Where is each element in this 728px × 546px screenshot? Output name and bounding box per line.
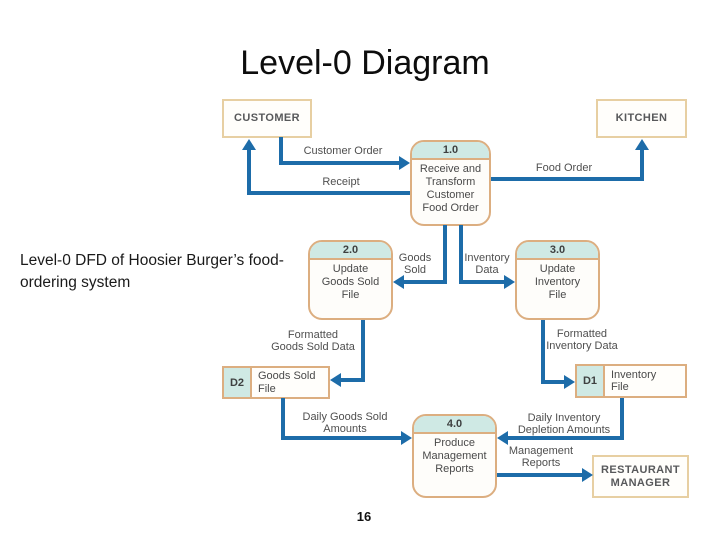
process-3-label: Update Inventory File (534, 263, 581, 301)
flow-formatted-goods-sold-arrowhead-icon (330, 373, 341, 387)
flow-goods-sold-arrowhead-icon (393, 275, 404, 289)
slide-caption: Level-0 DFD of Hoosier Burger’s food- or… (20, 250, 320, 294)
process-3-update-inventory-file: 3.0 Update Inventory File (515, 240, 600, 320)
datastore-d2-id: D2 (224, 368, 252, 397)
entity-customer: CUSTOMER (222, 99, 312, 138)
flow-formatted-inventory-line-v (541, 320, 545, 384)
flow-daily-inventory-arrowhead-icon (497, 431, 508, 445)
flow-daily-goods-sold-line-h (281, 436, 401, 440)
flow-food-order-line-h (491, 177, 644, 181)
process-1-number: 1.0 (412, 142, 489, 160)
flow-management-reports-label: Management Reports (508, 445, 574, 469)
flow-inventory-data-label: Inventory Data (464, 252, 510, 276)
flow-formatted-inventory-line-h (541, 380, 564, 384)
flow-goods-sold-line-v (443, 225, 447, 284)
datastore-d1-label: Inventory File (611, 368, 657, 394)
flow-formatted-inventory-label: Formatted Inventory Data (546, 328, 618, 352)
flow-goods-sold-label: Goods Sold (398, 252, 432, 276)
process-2-label: Update Goods Sold File (321, 263, 380, 301)
entity-restaurant-manager: RESTAURANT MANAGER (592, 455, 689, 498)
flow-daily-inventory-line-v (620, 398, 624, 440)
page-title: Level-0 Diagram (240, 44, 490, 82)
process-4-number: 4.0 (414, 416, 495, 434)
datastore-d1-id: D1 (577, 366, 605, 396)
flow-food-order-label: Food Order (535, 162, 593, 174)
flow-formatted-inventory-arrowhead-icon (564, 375, 575, 389)
flow-customer-order-label: Customer Order (303, 145, 383, 157)
flow-inventory-data-line-h (459, 280, 504, 284)
slide-caption-line2: ordering system (20, 274, 131, 291)
flow-receipt-label: Receipt (322, 176, 360, 188)
page-number: 16 (356, 509, 372, 524)
process-3-number: 3.0 (517, 242, 598, 260)
flow-management-reports-arrowhead-icon (582, 468, 593, 482)
flow-goods-sold-line-h (402, 280, 447, 284)
flow-daily-goods-sold-label: Daily Goods Sold Amounts (302, 411, 388, 435)
flow-receipt-arrowhead-icon (242, 139, 256, 150)
process-1-label: Receive and Transform Customer Food Orde… (419, 163, 482, 214)
process-1-receive-transform-order: 1.0 Receive and Transform Customer Food … (410, 140, 491, 226)
entity-kitchen: KITCHEN (596, 99, 687, 138)
flow-customer-order-line-h (279, 161, 399, 165)
process-2-update-goods-sold-file: 2.0 Update Goods Sold File (308, 240, 393, 320)
datastore-d2-label: Goods Sold File (258, 370, 316, 395)
flow-inventory-data-arrowhead-icon (504, 275, 515, 289)
flow-customer-order-arrowhead-icon (399, 156, 410, 170)
flow-customer-order-line-v (279, 137, 283, 165)
flow-receipt-line-h (247, 191, 410, 195)
datastore-d2-goods-sold-file: D2 Goods Sold File (222, 366, 330, 399)
process-4-label: Produce Management Reports (422, 437, 487, 475)
slide-caption-line1: Level-0 DFD of Hoosier Burger’s food- (20, 252, 284, 269)
flow-formatted-goods-sold-line-h (341, 378, 365, 382)
flow-food-order-arrowhead-icon (635, 139, 649, 150)
flow-receipt-line-v (247, 148, 251, 195)
datastore-d1-inventory-file: D1 Inventory File (575, 364, 687, 398)
flow-daily-goods-sold-arrowhead-icon (401, 431, 412, 445)
process-4-produce-management-reports: 4.0 Produce Management Reports (412, 414, 497, 498)
flow-daily-goods-sold-line-v (281, 398, 285, 440)
flow-inventory-data-line-v (459, 225, 463, 284)
flow-daily-inventory-label: Daily Inventory Depletion Amounts (517, 412, 611, 436)
flow-management-reports-line-h (497, 473, 582, 477)
process-2-number: 2.0 (310, 242, 391, 260)
flow-food-order-line-v (640, 148, 644, 181)
flow-formatted-goods-sold-label: Formatted Goods Sold Data (271, 329, 355, 353)
flow-daily-inventory-line-h (508, 436, 624, 440)
flow-formatted-goods-sold-line-v (361, 320, 365, 382)
